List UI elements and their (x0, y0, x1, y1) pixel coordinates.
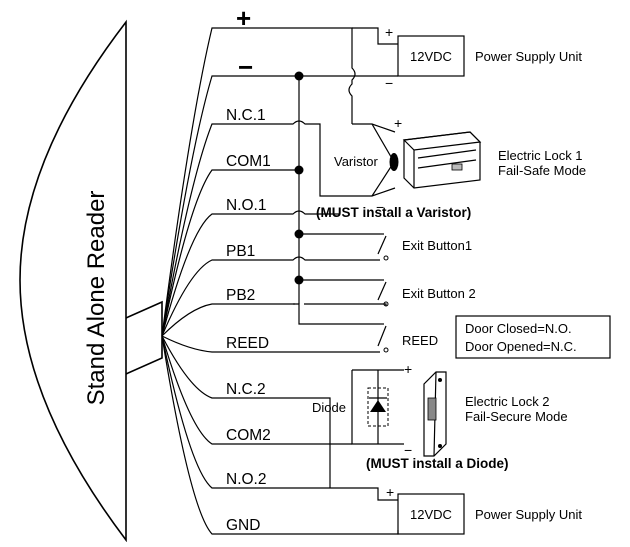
psu-top: + − 12VDC Power Supply Unit (232, 24, 582, 124)
varistor-label: Varistor (334, 154, 378, 169)
terminal-nc1: N.C.1 (226, 107, 266, 124)
no1-stub (277, 210, 340, 215)
reader-housing: Stand Alone Reader (19, 19, 163, 543)
lock1-plus-wire (352, 123, 396, 133)
psu-bottom-plus-lead (330, 487, 398, 501)
terminal-reed: REED (226, 335, 269, 352)
exit-button-2: Exit Button 2 (304, 279, 476, 307)
terminal-com2: COM2 (226, 427, 271, 444)
junction-dot (294, 165, 304, 175)
wire-pb2 (161, 303, 295, 337)
diode-note: (MUST install a Diode) (366, 456, 509, 471)
maglock-icon (402, 131, 482, 189)
lock1-mode: Fail-Safe Mode (498, 163, 586, 178)
lock1-title: Electric Lock 1 (498, 148, 583, 163)
junction-dot (294, 71, 304, 81)
psu-top-minus-sign: − (385, 75, 393, 91)
psu-top-plus-sign: + (385, 24, 393, 40)
varistor-note: (MUST install a Varistor) (316, 205, 471, 220)
wire-com2 (161, 335, 352, 445)
nc2-route (298, 397, 331, 488)
terminal-nc2: N.C.2 (226, 381, 266, 398)
wire-reed (161, 335, 380, 353)
psu-bottom-voltage: 12VDC (410, 507, 452, 522)
wire-no1 (161, 213, 277, 337)
exit-button-1: Exit Button1 (377, 233, 472, 261)
varistor-icon (389, 153, 399, 171)
psu-top-plus-wire (232, 27, 356, 124)
psu-top-plus-lead (352, 27, 398, 45)
reed-common (293, 303, 380, 325)
lock2-minus-wire (351, 370, 404, 445)
lock1-circuit: Varistor + − Electric Lock 1 Fail-Safe M… (316, 115, 586, 220)
terminal-gnd: GND (226, 517, 260, 534)
wire-pb1 (161, 259, 277, 337)
lock1-minus-wire (352, 187, 396, 197)
common-bus (277, 71, 380, 325)
nc1-route (277, 120, 352, 197)
reader-connector (125, 300, 163, 375)
strike-lock-icon (423, 371, 447, 457)
terminal-plus: + (236, 3, 251, 33)
exit1-label: Exit Button1 (402, 238, 472, 253)
door-state-box (455, 315, 611, 359)
lock2-mode: Fail-Secure Mode (465, 409, 568, 424)
switch-contact (383, 347, 389, 353)
terminal-no2: N.O.2 (226, 471, 266, 488)
reader-label: Stand Alone Reader (83, 191, 110, 406)
wire-no2 (161, 335, 330, 489)
terminal-labels: + − N.C.1 COM1 N.O.1 PB1 PB2 REED N.C.2 … (226, 3, 271, 534)
lock2-circuit: Diode + − Electric Lock 2 Fail-Secure Mo… (298, 361, 568, 488)
psu-bottom: + 12VDC Power Supply Unit (330, 484, 582, 535)
psu-bottom-label: Power Supply Unit (475, 507, 582, 522)
wire-nc1 (161, 123, 277, 337)
switch-contact (383, 255, 389, 261)
reed-switch: REED Door Closed=N.O. Door Opened=N.C. (377, 315, 611, 359)
psu-top-label: Power Supply Unit (475, 49, 582, 64)
reed-label: REED (402, 333, 438, 348)
reader-outline (19, 19, 127, 543)
diode-label: Diode (312, 400, 346, 415)
terminal-minus: − (238, 52, 253, 82)
terminal-no1: N.O.1 (226, 197, 266, 214)
wire-plus (161, 27, 232, 337)
wire-com1 (161, 169, 295, 337)
lock2-minus-sign: − (404, 442, 412, 458)
door-opened-text: Door Opened=N.C. (465, 339, 577, 354)
psu-top-box (397, 35, 465, 77)
lock1-plus-sign: + (394, 115, 402, 131)
pb1-route (277, 256, 380, 261)
psu-bottom-plus-sign: + (386, 484, 394, 500)
psu-top-voltage: 12VDC (410, 49, 452, 64)
door-closed-text: Door Closed=N.O. (465, 321, 572, 336)
lock2-title: Electric Lock 2 (465, 394, 550, 409)
diode-icon (370, 400, 386, 412)
lock1-minus-sign: − (376, 199, 384, 215)
wire-gnd (161, 335, 330, 535)
diode-box (367, 387, 389, 427)
terminal-com1: COM1 (226, 153, 271, 170)
lock2-plus-sign: + (404, 361, 412, 377)
psu-bottom-box (397, 493, 465, 535)
exit2-return (304, 303, 387, 306)
exit2-label: Exit Button 2 (402, 286, 476, 301)
psu-bottom-minus-lead (330, 530, 399, 535)
terminal-pb1: PB1 (226, 243, 255, 260)
wire-minus (161, 75, 295, 337)
wire-nc2 (161, 335, 298, 399)
terminal-pb2: PB2 (226, 287, 255, 304)
fan-wires (161, 27, 380, 535)
